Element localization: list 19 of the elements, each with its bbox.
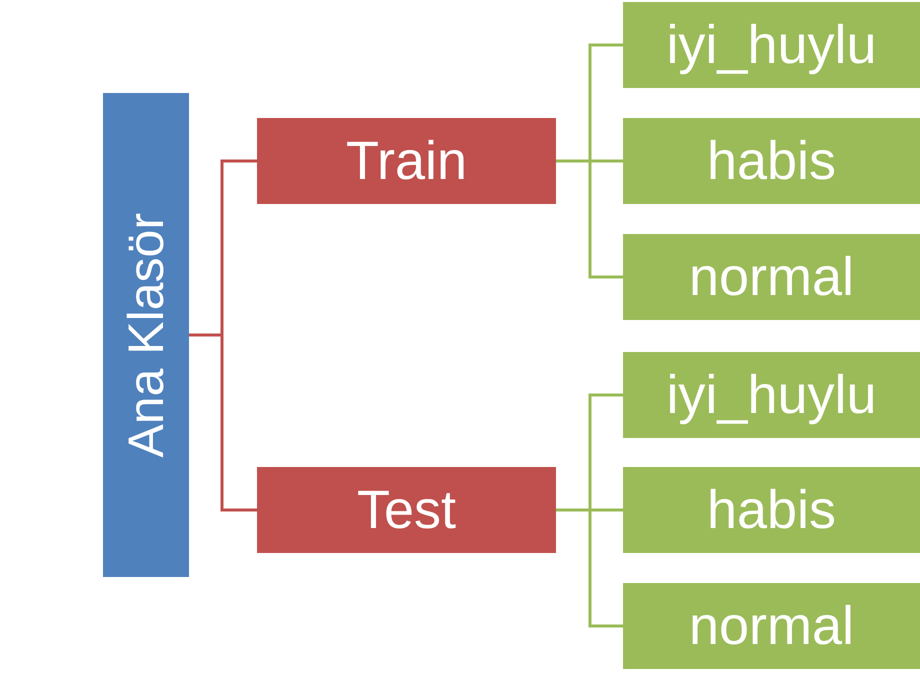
folder-box [623,467,920,553]
folder-label: habis [706,134,836,188]
folder-box [623,2,920,88]
folder-box [623,583,920,669]
folder-box [623,118,920,204]
folder-label: habis [706,483,836,537]
folder-box [257,118,556,204]
folder-label: normal [688,250,854,304]
folder-label: Ana Klasör [121,212,171,458]
folder-box [623,352,920,438]
folder-label: Train [346,134,468,188]
folder-label: iyi_huylu [666,368,877,422]
folder-box [257,467,556,553]
folder-box [103,93,189,577]
folder-box [623,234,920,320]
folder-label: Test [356,483,456,537]
connector-line [189,334,257,512]
folder-label: iyi_huylu [666,18,877,72]
folder-label: normal [688,599,854,653]
